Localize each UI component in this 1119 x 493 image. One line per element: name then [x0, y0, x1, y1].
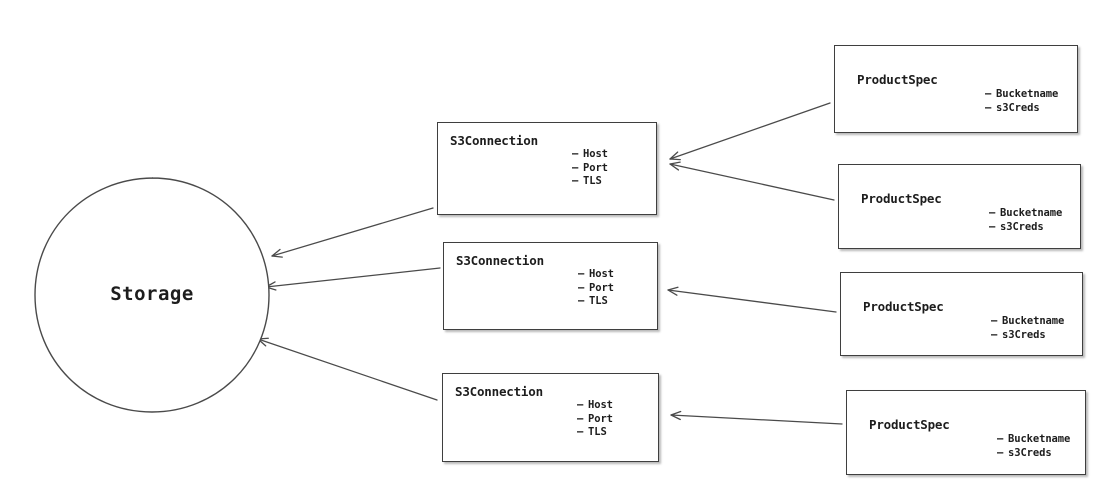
node-title: S3Connection	[455, 384, 543, 399]
bullet-dash-icon: –	[572, 148, 579, 160]
bullet-dash-icon: –	[997, 433, 1004, 445]
bullet-dash-icon: –	[991, 315, 998, 327]
edge-s3conn2-storage	[265, 267, 441, 291]
edge-pspec1-s3conn1	[669, 102, 831, 161]
bullet-dash-icon: –	[577, 399, 584, 411]
edge-pspec4-s3conn3	[670, 410, 843, 425]
node-field: –TLS	[572, 175, 602, 187]
bullet-dash-icon: –	[985, 88, 992, 100]
edge-s3conn3-storage	[257, 337, 438, 401]
edge-pspec2-s3conn1	[669, 161, 835, 201]
node-field: –s3Creds	[991, 328, 1046, 341]
s3connection-node[interactable]: S3Connection –Host –Port –TLS	[443, 242, 658, 330]
bullet-dash-icon: –	[989, 220, 996, 233]
node-title: ProductSpec	[857, 72, 938, 87]
bullet-dash-icon: –	[985, 101, 992, 114]
productspec-node[interactable]: ProductSpec –Bucketname –s3Creds	[838, 164, 1081, 249]
node-title: ProductSpec	[863, 299, 944, 314]
productspec-node[interactable]: ProductSpec –Bucketname –s3Creds	[834, 45, 1078, 133]
node-field: –Host	[572, 148, 608, 160]
node-field-list: –Bucketname –s3Creds	[989, 207, 1062, 234]
node-field-list: –Host –Port –TLS	[577, 399, 613, 440]
node-field-list: –Bucketname –s3Creds	[991, 315, 1064, 342]
node-field: –TLS	[578, 295, 608, 307]
storage-node[interactable]: Storage	[33, 176, 271, 414]
bullet-dash-icon: –	[578, 281, 585, 294]
productspec-node[interactable]: ProductSpec –Bucketname –s3Creds	[846, 390, 1086, 475]
node-title: S3Connection	[450, 133, 538, 148]
node-field: –Port	[572, 161, 608, 174]
node-field: –Port	[577, 412, 613, 425]
bullet-dash-icon: –	[572, 175, 579, 187]
node-field-list: –Bucketname –s3Creds	[985, 88, 1058, 115]
node-field: –Bucketname	[985, 88, 1059, 100]
node-field: –Bucketname	[991, 315, 1065, 327]
bullet-dash-icon: –	[989, 207, 996, 219]
edge-pspec3-s3conn2	[667, 286, 837, 313]
bullet-dash-icon: –	[578, 295, 585, 307]
node-field-list: –Bucketname –s3Creds	[997, 433, 1070, 460]
s3connection-node[interactable]: S3Connection –Host –Port –TLS	[437, 122, 657, 215]
bullet-dash-icon: –	[577, 426, 584, 438]
node-field: –s3Creds	[997, 446, 1052, 459]
node-title: ProductSpec	[869, 417, 950, 432]
node-field-list: –Host –Port –TLS	[578, 268, 614, 309]
node-field-list: –Host –Port –TLS	[572, 148, 608, 189]
node-field: –s3Creds	[985, 101, 1040, 114]
node-field: –Host	[577, 399, 613, 411]
node-title: ProductSpec	[861, 191, 942, 206]
node-field: –Bucketname	[997, 433, 1071, 445]
node-field: –s3Creds	[989, 220, 1044, 233]
edge-s3conn1-storage	[271, 207, 434, 258]
bullet-dash-icon: –	[577, 412, 584, 425]
bullet-dash-icon: –	[997, 446, 1004, 459]
storage-circle-shape	[34, 177, 270, 413]
storage-label: Storage	[110, 283, 194, 305]
s3connection-node[interactable]: S3Connection –Host –Port –TLS	[442, 373, 659, 462]
node-field: –TLS	[577, 426, 607, 438]
bullet-dash-icon: –	[991, 328, 998, 341]
node-field: –Host	[578, 268, 614, 280]
bullet-dash-icon: –	[578, 268, 585, 280]
productspec-node[interactable]: ProductSpec –Bucketname –s3Creds	[840, 272, 1083, 356]
bullet-dash-icon: –	[572, 161, 579, 174]
node-field: –Bucketname	[989, 207, 1063, 219]
node-field: –Port	[578, 281, 614, 294]
node-title: S3Connection	[456, 253, 544, 268]
